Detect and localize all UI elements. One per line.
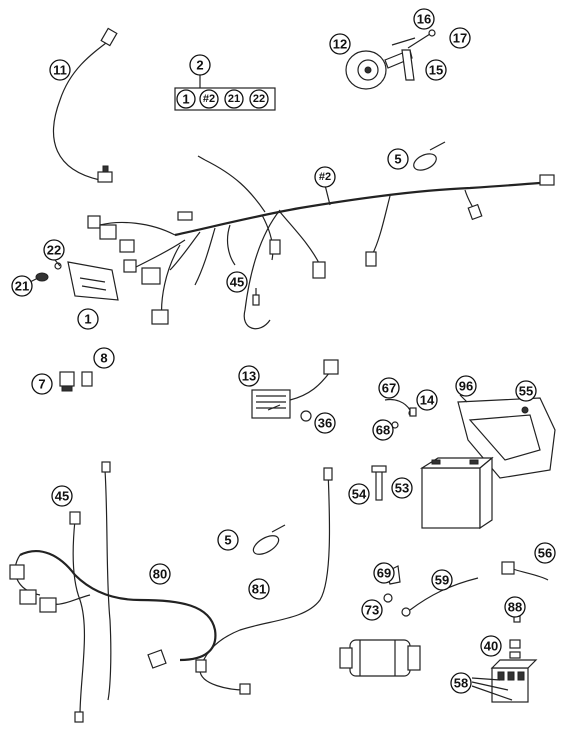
callout-81: 81: [248, 578, 270, 600]
part-7-8-relay: [59, 371, 93, 392]
svg-text:56: 56: [538, 546, 552, 561]
svg-text:21: 21: [15, 279, 29, 294]
svg-text:2: 2: [196, 58, 203, 73]
part-53-battery: [419, 456, 494, 530]
part-5-cable-tie-upper: [413, 141, 446, 171]
callout-88: 88: [504, 596, 526, 618]
callout-2: 2: [189, 54, 211, 76]
svg-text:5: 5: [224, 533, 231, 548]
svg-text:#2: #2: [319, 171, 331, 183]
svg-text:22: 22: [253, 93, 265, 105]
callout-11: 11: [49, 59, 71, 81]
part-11-cable: [52, 27, 118, 183]
svg-text:40: 40: [484, 639, 498, 654]
part-1-bracket: [35, 261, 119, 301]
callout-40: 40: [480, 635, 502, 657]
starter-relay-assembly: [471, 615, 538, 703]
svg-text:12: 12: [333, 37, 347, 52]
callout-2-member-22: 22: [249, 89, 269, 109]
callout-68: 68: [372, 419, 394, 441]
svg-text:14: 14: [420, 393, 435, 408]
svg-text:88: 88: [508, 600, 522, 615]
callout-22: 22: [43, 239, 65, 261]
callout-80: 80: [149, 563, 171, 585]
callout-7: 7: [31, 373, 53, 395]
svg-text:73: 73: [365, 603, 379, 618]
callout-14: 14: [416, 389, 438, 411]
part-5-cable-tie-lower: [252, 524, 286, 555]
callout-2-member-21: 21: [224, 89, 244, 109]
svg-text:#2: #2: [203, 93, 215, 105]
callout-73: 73: [361, 599, 383, 621]
callout-54: 54: [348, 483, 370, 505]
svg-text:13: 13: [242, 369, 256, 384]
svg-text:80: 80: [153, 567, 167, 582]
svg-text:68: 68: [376, 423, 390, 438]
svg-text:5: 5: [394, 152, 401, 167]
callout-5-upper: 5: [387, 148, 409, 170]
svg-text:1: 1: [84, 312, 91, 327]
svg-text:36: 36: [318, 416, 332, 431]
svg-text:96: 96: [459, 379, 473, 394]
svg-text:17: 17: [453, 31, 467, 46]
part-80-harness: [9, 461, 217, 723]
callout-21: 21: [11, 275, 33, 297]
callout-45-lower: 45: [51, 485, 73, 507]
callout-59: 59: [431, 569, 453, 591]
callout-2-member-1: 1: [176, 89, 196, 109]
callout-2-member-h2: #2: [199, 89, 219, 109]
svg-text:55: 55: [519, 384, 533, 399]
svg-text:54: 54: [352, 487, 367, 502]
main-wiring-harness: [87, 155, 555, 330]
svg-text:11: 11: [53, 63, 67, 78]
part-13-regulator: [251, 359, 339, 422]
callout-15: 15: [425, 59, 447, 81]
callout-96: 96: [455, 375, 477, 397]
callout-16: 16: [413, 8, 435, 30]
svg-text:21: 21: [228, 93, 240, 105]
callout-5-lower: 5: [217, 529, 239, 551]
svg-text:22: 22: [47, 243, 61, 258]
svg-text:69: 69: [377, 566, 391, 581]
svg-text:7: 7: [38, 377, 45, 392]
starter-motor-assembly: [339, 561, 549, 677]
svg-text:16: 16: [417, 12, 431, 27]
battery-box-assembly: [384, 394, 556, 479]
svg-text:45: 45: [230, 275, 244, 290]
svg-text:67: 67: [382, 381, 396, 396]
callout-13: 13: [238, 365, 260, 387]
callout-55: 55: [515, 380, 537, 402]
part-81-cable: [195, 467, 333, 695]
svg-text:58: 58: [454, 676, 468, 691]
callout-45-upper: 45: [226, 271, 248, 293]
part-54-fuse: [371, 465, 387, 501]
callout-58: 58: [450, 672, 472, 694]
callout-8: 8: [93, 347, 115, 369]
callout-12: 12: [329, 33, 351, 55]
svg-text:1: 1: [182, 92, 189, 107]
svg-text:15: 15: [429, 63, 443, 78]
svg-text:8: 8: [100, 351, 107, 366]
svg-text:45: 45: [55, 489, 69, 504]
svg-text:53: 53: [395, 481, 409, 496]
part-45-terminal-upper: [252, 288, 260, 306]
callout-56: 56: [534, 542, 556, 564]
callout-67: 67: [378, 377, 400, 399]
horn-assembly: [345, 29, 436, 90]
callout-69: 69: [373, 562, 395, 584]
callout-36: 36: [314, 412, 336, 434]
callout-main-harness-h2: #2: [314, 166, 336, 188]
callout-1: 1: [77, 308, 99, 330]
callout-53: 53: [391, 477, 413, 499]
svg-text:81: 81: [252, 582, 266, 597]
svg-text:59: 59: [435, 573, 449, 588]
callout-17: 17: [449, 27, 471, 49]
